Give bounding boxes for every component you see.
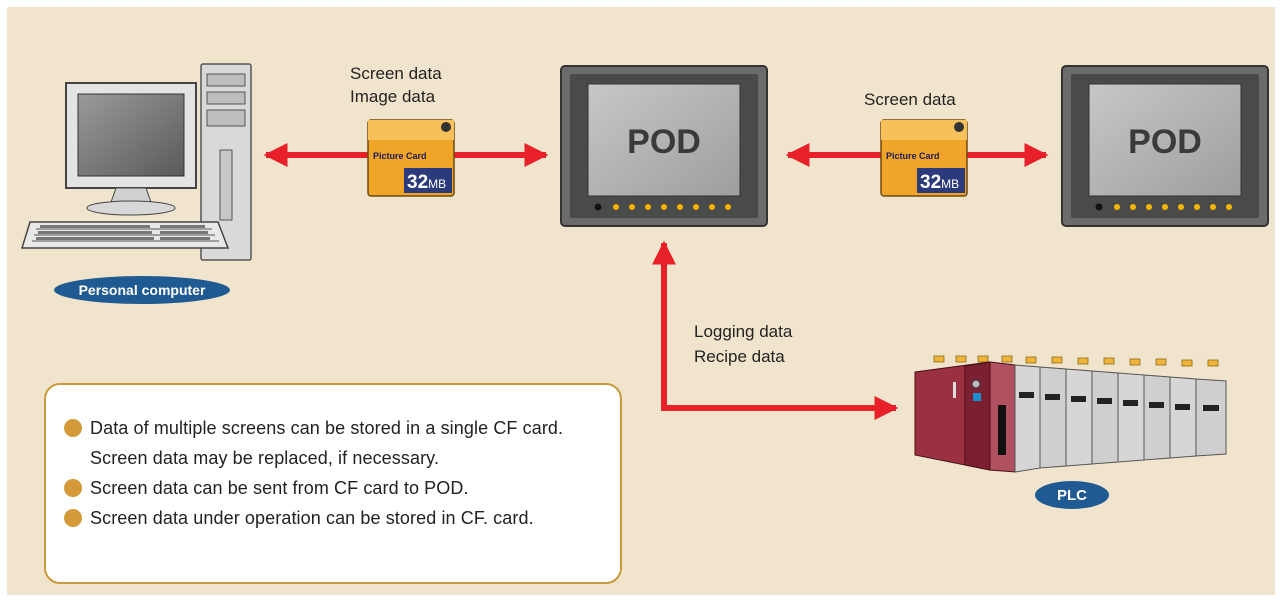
bullet-icon bbox=[64, 479, 82, 497]
bullet-icon bbox=[64, 419, 82, 437]
note-item: Screen data under operation can be store… bbox=[62, 503, 610, 533]
plc-icon bbox=[914, 355, 1227, 473]
label-screen-data: Screen data bbox=[864, 90, 956, 109]
pill-personal-computer: Personal computer bbox=[54, 276, 230, 304]
svg-text:PLC: PLC bbox=[1057, 487, 1087, 504]
pod-left-icon bbox=[560, 65, 768, 227]
cf-card-left-capacity: 32MB bbox=[407, 172, 446, 193]
cf-card-left-brand: Picture Card bbox=[373, 151, 427, 161]
pod-right-label: POD bbox=[1128, 123, 1202, 161]
pod-left-label: POD bbox=[627, 123, 701, 161]
note-item: Screen data can be sent from CF card to … bbox=[62, 473, 610, 503]
cf-card-left-icon bbox=[367, 119, 455, 197]
label-screen-image-data: Screen data Image data bbox=[350, 64, 442, 106]
notes-box: Data of multiple screens can be stored i… bbox=[44, 383, 622, 584]
cf-card-right-icon bbox=[880, 119, 968, 197]
bullet-icon bbox=[64, 509, 82, 527]
pill-plc: PLC bbox=[1035, 481, 1109, 509]
arrow-pod-to-plc bbox=[652, 240, 899, 420]
note-text: Data of multiple screens can be stored i… bbox=[90, 418, 564, 468]
svg-text:Personal computer: Personal computer bbox=[79, 282, 206, 298]
label-logging-recipe-data: Logging data Recipe data bbox=[694, 322, 793, 366]
note-text: Screen data under operation can be store… bbox=[90, 508, 534, 528]
pod-right-icon bbox=[1061, 65, 1269, 227]
cf-card-right-brand: Picture Card bbox=[886, 151, 940, 161]
note-item: Data of multiple screens can be stored i… bbox=[62, 413, 610, 473]
cf-card-right-capacity: 32MB bbox=[920, 172, 959, 193]
note-text: Screen data can be sent from CF card to … bbox=[90, 478, 469, 498]
personal-computer-icon bbox=[20, 63, 252, 261]
